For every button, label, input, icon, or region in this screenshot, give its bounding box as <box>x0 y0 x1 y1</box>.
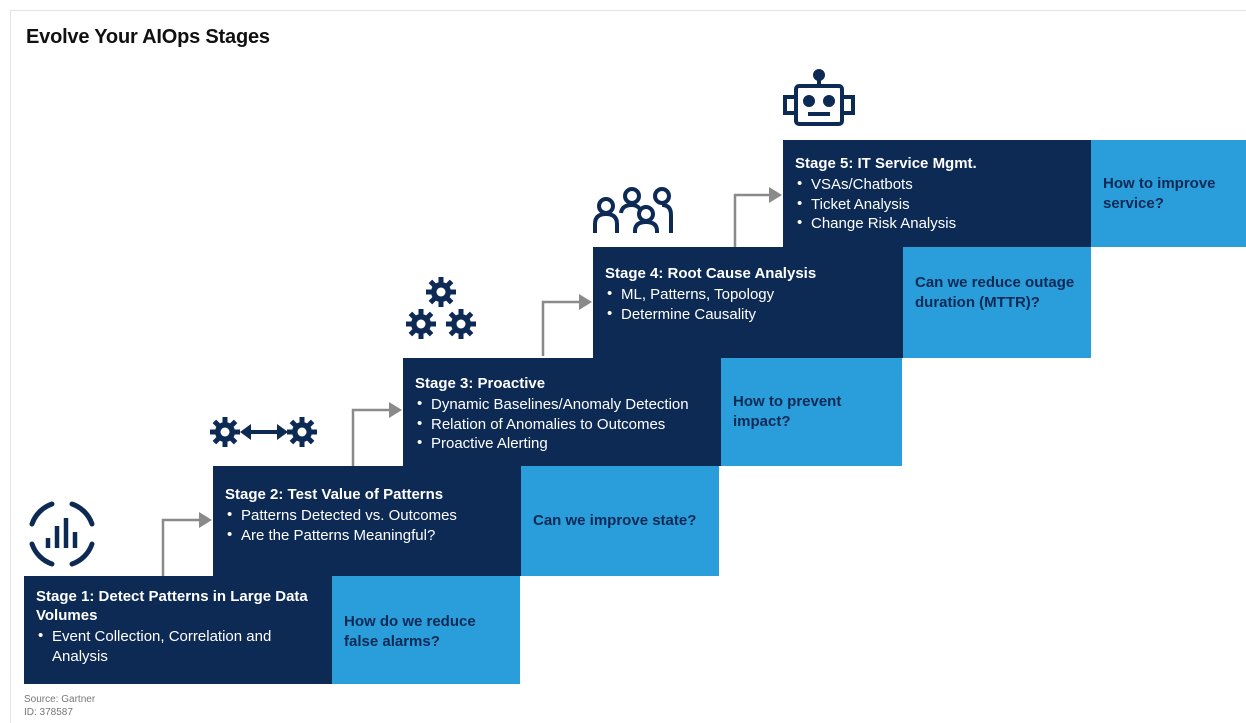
stage-2-bullet-2: Are the Patterns Meaningful? <box>225 525 509 546</box>
stage-3-bullet-1: Dynamic Baselines/Anomaly Detection <box>415 394 709 415</box>
stage-5-bullet-2: Ticket Analysis <box>795 194 1079 215</box>
stage-5-bullet-3: Change Risk Analysis <box>795 213 1079 234</box>
stage-4-bullets: ML, Patterns, Topology Determine Causali… <box>605 284 891 325</box>
chart-circle-icon <box>29 501 95 567</box>
connector-arrow-4 <box>733 193 770 247</box>
stage-3-box: Stage 3: Proactive Dynamic Baselines/Ano… <box>403 358 721 466</box>
stage-2-title: Stage 2: Test Value of Patterns <box>225 486 444 503</box>
connector-arrow-2 <box>351 408 390 466</box>
stage-5-box: Stage 5: IT Service Mgmt. VSAs/Chatbots … <box>783 140 1091 247</box>
source-note: Source: Gartner ID: 378587 <box>24 693 95 719</box>
stage-5-question: How to improve service? <box>1091 140 1246 247</box>
people-group-icon <box>593 187 673 233</box>
stage-5-bullet-1: VSAs/Chatbots <box>795 174 1079 195</box>
stage-5-title: Stage 5: IT Service Mgmt. <box>795 155 977 172</box>
gears-arrow-icon <box>210 417 317 447</box>
stage-1-bullets: Event Collection, Correlation and Analys… <box>36 626 320 666</box>
stage-3-question: How to prevent impact? <box>721 358 902 466</box>
stage-2-bullets: Patterns Detected vs. Outcomes Are the P… <box>225 505 509 546</box>
source-line: Source: Gartner <box>24 694 96 705</box>
stage-4-title: Stage 4: Root Cause Analysis <box>605 265 817 282</box>
connector-arrow-1 <box>161 518 200 576</box>
stage-2-bullet-1: Patterns Detected vs. Outcomes <box>225 505 509 526</box>
stage-1-box: Stage 1: Detect Patterns in Large Data V… <box>24 576 332 684</box>
figure-title: Evolve Your AIOps Stages <box>26 26 270 48</box>
stage-1-bullet-1: Event Collection, Correlation and Analys… <box>36 626 320 666</box>
stage-4-question: Can we reduce outage duration (MTTR)? <box>903 247 1091 358</box>
stage-3-title: Stage 3: Proactive <box>415 375 546 392</box>
robot-icon <box>783 69 855 126</box>
stage-3-bullets: Dynamic Baselines/Anomaly Detection Rela… <box>415 394 709 454</box>
gears-cluster-icon <box>406 277 476 339</box>
stage-2-box: Stage 2: Test Value of Patterns Patterns… <box>213 466 521 576</box>
stage-2-question: Can we improve state? <box>521 466 719 576</box>
stage-5-bullets: VSAs/Chatbots Ticket Analysis Change Ris… <box>795 174 1079 234</box>
stage-4-bullet-1: ML, Patterns, Topology <box>605 284 891 305</box>
stage-4-bullet-2: Determine Causality <box>605 304 891 325</box>
figure-frame <box>10 10 1246 723</box>
stage-3-bullet-2: Relation of Anomalies to Outcomes <box>415 414 709 435</box>
stage-1-question: How do we reduce false alarms? <box>332 576 520 684</box>
stage-4-box: Stage 4: Root Cause Analysis ML, Pattern… <box>593 247 903 358</box>
id-line: ID: 378587 <box>24 707 73 718</box>
connector-arrow-3 <box>541 300 580 356</box>
stage-3-bullet-3: Proactive Alerting <box>415 433 709 454</box>
stage-1-title: Stage 1: Detect Patterns in Large Data V… <box>36 588 308 624</box>
